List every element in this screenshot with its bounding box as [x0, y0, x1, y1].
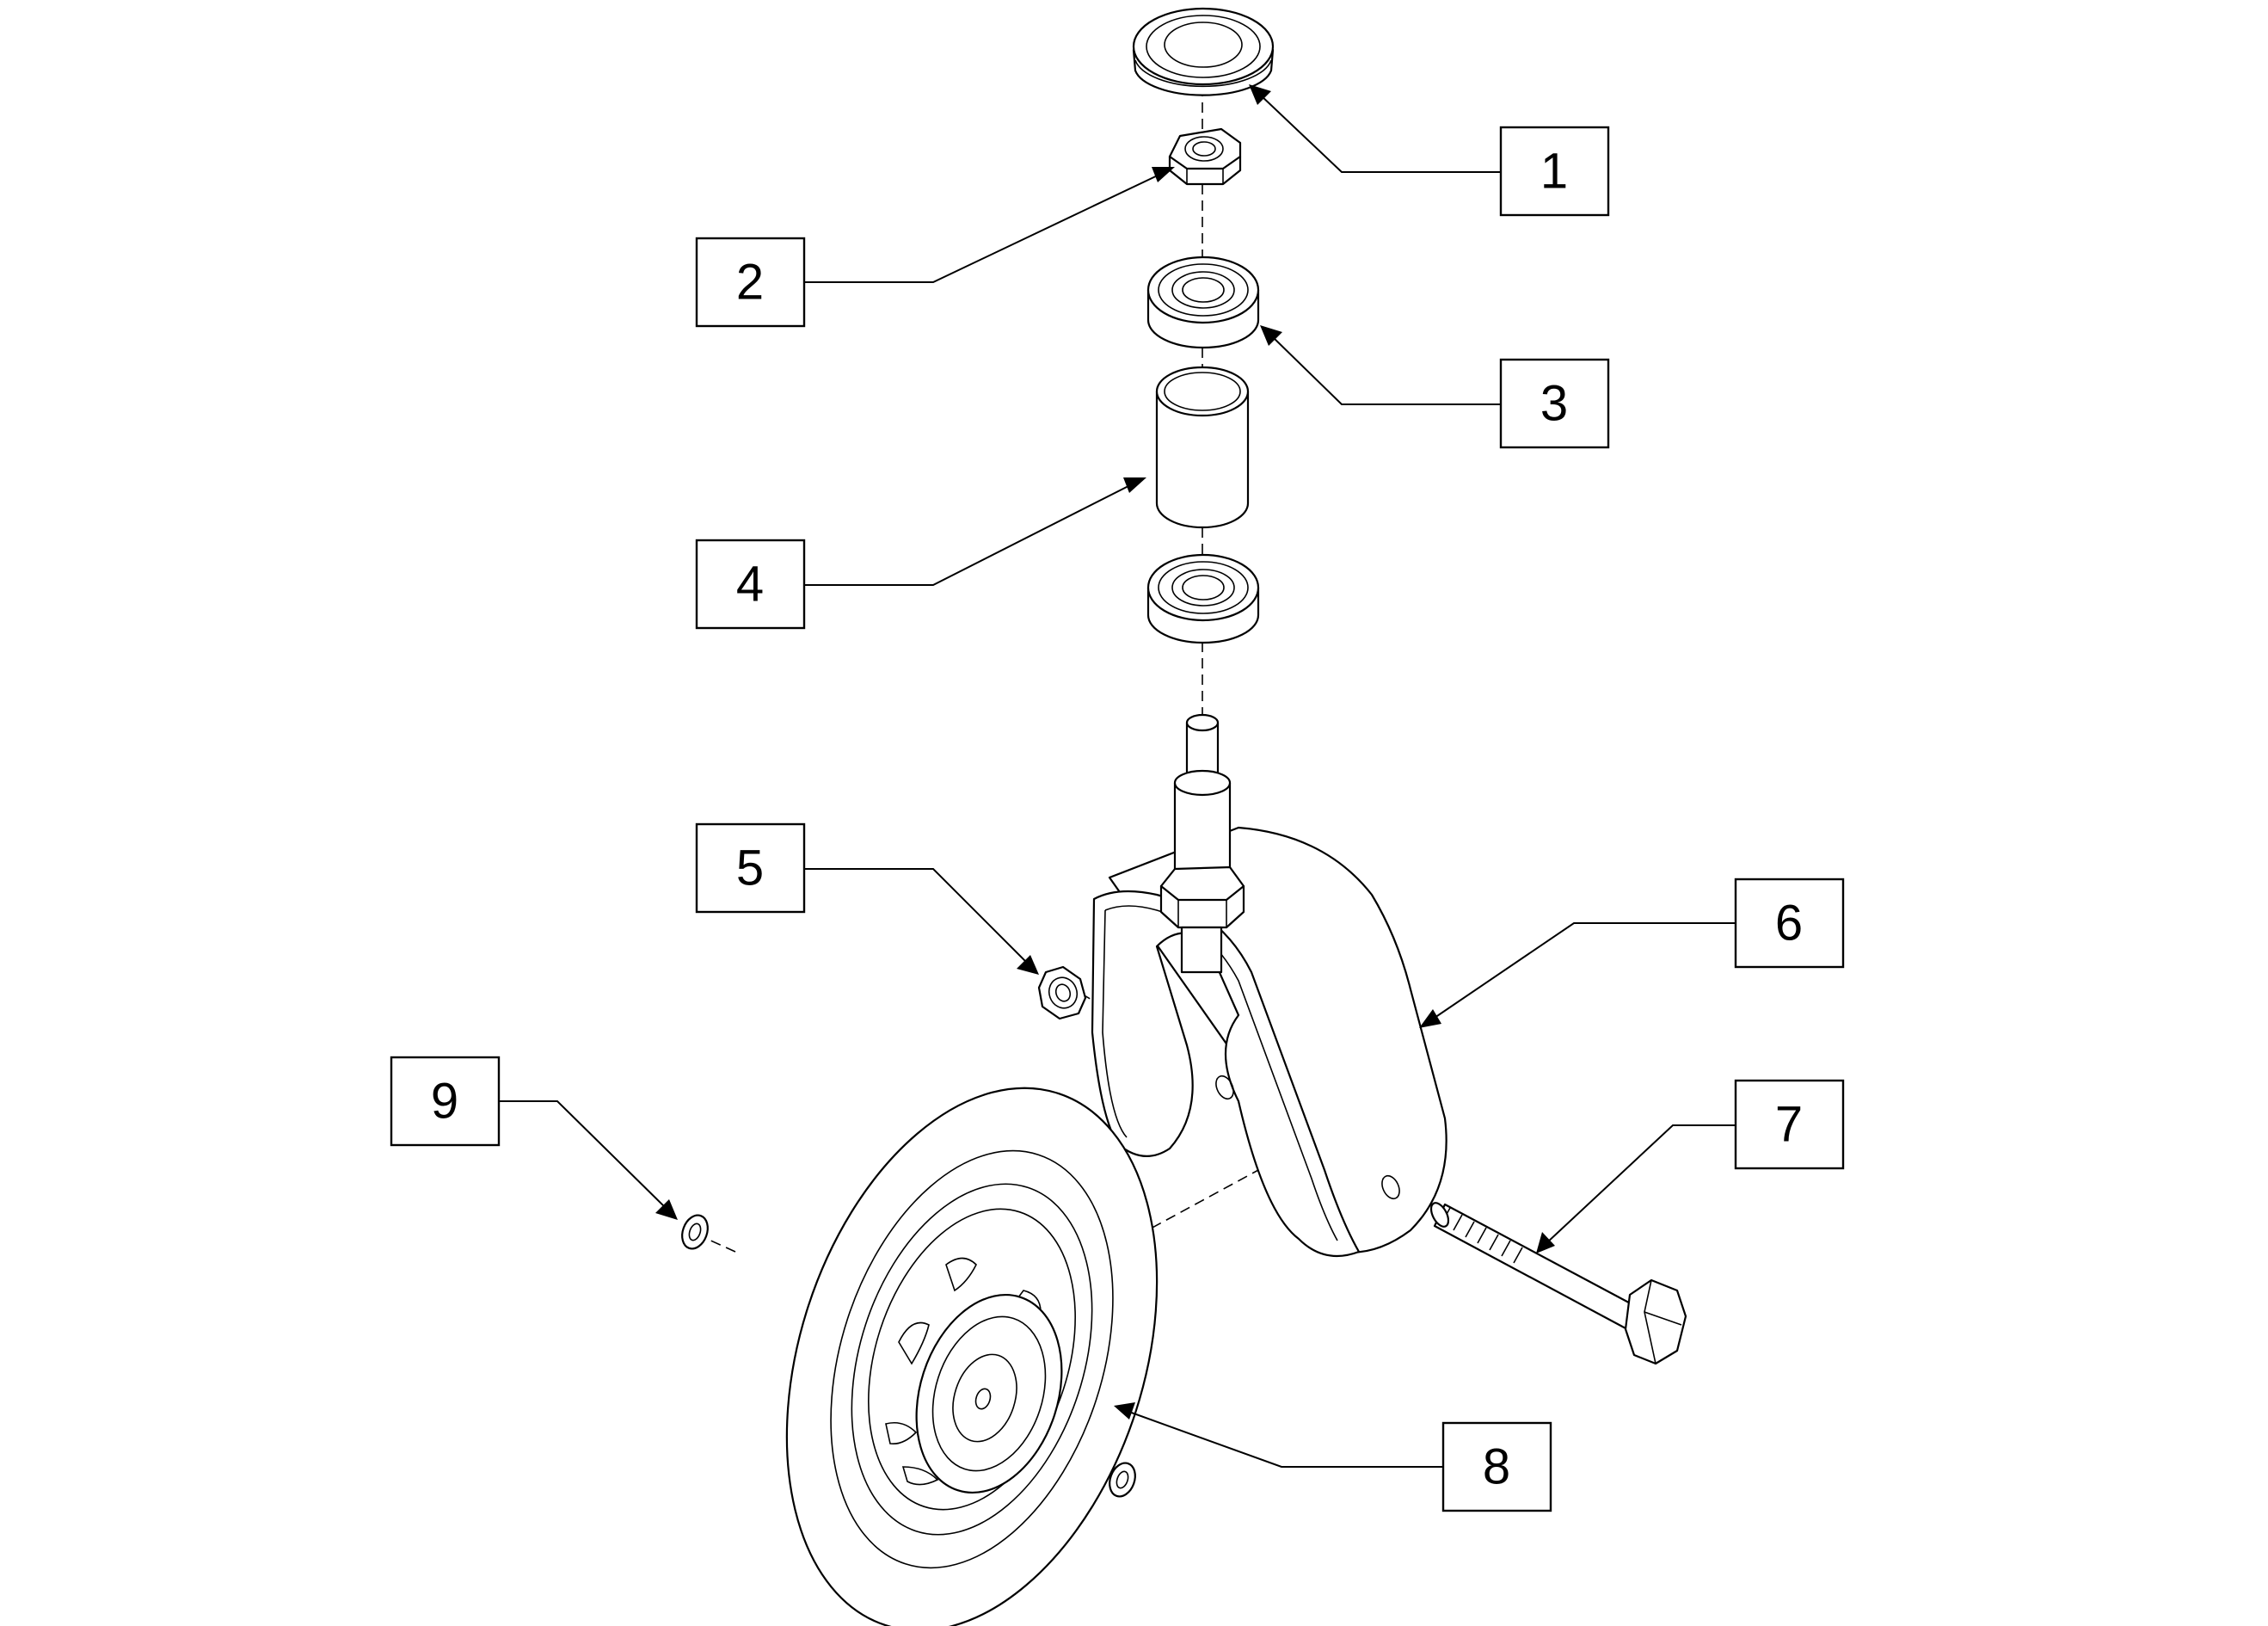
callout-cap: 1	[1499, 126, 1610, 217]
washer-right-part	[1109, 1462, 1136, 1498]
top-cap-part	[1132, 7, 1275, 96]
callout-locknut: 5	[695, 822, 806, 914]
leader-lines	[499, 84, 1736, 1468]
callout-label: 7	[1775, 1097, 1803, 1153]
callout-label: 2	[736, 255, 764, 311]
hex-nut-part	[1168, 127, 1242, 186]
callout-nut: 2	[695, 237, 806, 328]
callout-bearing: 3	[1499, 358, 1610, 449]
callout-fork: 6	[1734, 878, 1845, 969]
callout-label: 4	[736, 557, 764, 613]
lower-bearing-part	[1146, 553, 1260, 644]
callout-label: 8	[1483, 1439, 1510, 1495]
callout-wheel: 8	[1441, 1421, 1552, 1512]
callout-washer: 9	[390, 1056, 501, 1147]
caster-fork-part	[1091, 713, 1447, 1258]
callout-label: 9	[431, 1074, 458, 1130]
axle-bolt-part	[1429, 1202, 1687, 1365]
callout-axle-bolt: 7	[1734, 1079, 1845, 1170]
spacer-tube-part	[1155, 366, 1250, 529]
washer-left-part	[681, 1214, 709, 1250]
callout-label: 5	[736, 841, 764, 896]
callout-label: 6	[1775, 896, 1803, 952]
upper-bearing-part	[1146, 256, 1260, 349]
callout-label: 3	[1540, 376, 1568, 432]
caster-wheel-part	[785, 1087, 1159, 1626]
callout-spacer: 4	[695, 539, 806, 630]
callout-label: 1	[1540, 144, 1568, 200]
lock-nut-part	[1037, 965, 1087, 1020]
